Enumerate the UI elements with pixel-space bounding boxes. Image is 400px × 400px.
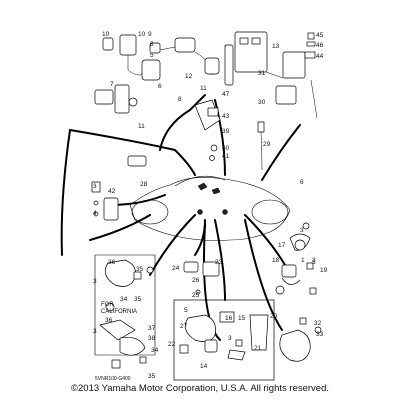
part-number: 23 <box>215 259 223 266</box>
part-number: 6 <box>158 83 162 90</box>
part-number: 27 <box>180 323 188 330</box>
part-number: 3 <box>228 335 232 342</box>
part-number: 17 <box>278 242 286 249</box>
part-number: 10 <box>102 31 110 38</box>
part-number: 8 <box>150 41 154 48</box>
part-number: 3 <box>93 183 97 190</box>
part-number: 30 <box>258 99 266 106</box>
part-number: 35 <box>148 373 156 380</box>
part-number: 44 <box>316 53 324 60</box>
diagram-code: 5VNR100-G400 <box>95 376 131 382</box>
part-number: 21 <box>254 345 262 352</box>
part-number: 35 <box>136 266 144 273</box>
part-number: 9 <box>148 31 152 38</box>
part-number: 18 <box>272 257 280 264</box>
part-number: 7 <box>110 81 114 88</box>
part-number: 38 <box>148 335 156 342</box>
ignition-coil-assembly <box>94 34 234 114</box>
horn-right <box>279 317 322 362</box>
part-number: 34 <box>120 296 128 303</box>
part-number: 1 <box>301 257 305 264</box>
part-number: 14 <box>200 363 208 370</box>
left-switches <box>91 155 147 221</box>
part-number: 3 <box>300 227 304 234</box>
part-number: 10 <box>138 31 146 38</box>
part-number: 4 <box>93 210 97 217</box>
part-number: 19 <box>320 267 328 274</box>
part-number: 40 <box>222 145 230 152</box>
ecu-relay-cluster <box>234 31 318 119</box>
part-number: 5 <box>184 307 188 314</box>
part-number: 3 <box>312 259 316 266</box>
part-number: 28 <box>140 181 148 188</box>
part-number: 32 <box>314 320 322 327</box>
part-number: 42 <box>108 188 116 195</box>
california-label-line1: FOR <box>101 302 114 308</box>
part-number: 13 <box>272 43 280 50</box>
part-number: 3 <box>93 328 97 335</box>
horn-california-box <box>94 254 156 369</box>
part-number: 22 <box>168 341 176 348</box>
part-number: 2 <box>312 257 316 264</box>
part-number: 34 <box>151 347 159 354</box>
part-number: 31 <box>258 70 266 77</box>
part-number: 11 <box>200 85 207 92</box>
part-number: 3 <box>93 278 97 285</box>
frame-outline <box>129 175 291 241</box>
part-number: 36 <box>108 259 116 266</box>
part-number: 36 <box>105 317 113 324</box>
california-label-line2: CALIFORNIA <box>101 309 137 315</box>
part-number: 24 <box>172 265 180 272</box>
part-number: 39 <box>222 128 230 135</box>
part-number: 25 <box>192 292 200 299</box>
part-number: 45 <box>316 32 324 39</box>
part-number: 47 <box>222 91 230 98</box>
part-number: 8 <box>178 96 182 103</box>
right-components <box>275 222 317 295</box>
bottom-sensors <box>173 261 275 381</box>
part-number: 15 <box>238 315 246 322</box>
copyright-notice: ©2013 Yamaha Motor Corporation, U.S.A. A… <box>71 383 329 394</box>
part-number: 6 <box>300 179 304 186</box>
part-number: 33 <box>316 331 324 338</box>
part-number: 11 <box>138 123 145 130</box>
part-number: 41 <box>222 153 230 160</box>
part-number: 12 <box>185 73 193 80</box>
sensor-bracket <box>194 99 265 171</box>
part-number: 35 <box>134 296 142 303</box>
part-number: 16 <box>225 315 233 322</box>
part-number: 26 <box>192 277 200 284</box>
part-number: 37 <box>148 325 156 332</box>
part-number: 5 <box>150 52 154 59</box>
part-number: 20 <box>270 313 278 320</box>
part-number-labels: 10 9 10 8 5 7 6 8 12 11 11 13 31 30 45 4… <box>93 31 328 382</box>
wire-harness <box>60 94 301 341</box>
part-number: 29 <box>263 141 271 148</box>
part-number: 43 <box>222 113 230 120</box>
part-number: 46 <box>316 42 324 49</box>
